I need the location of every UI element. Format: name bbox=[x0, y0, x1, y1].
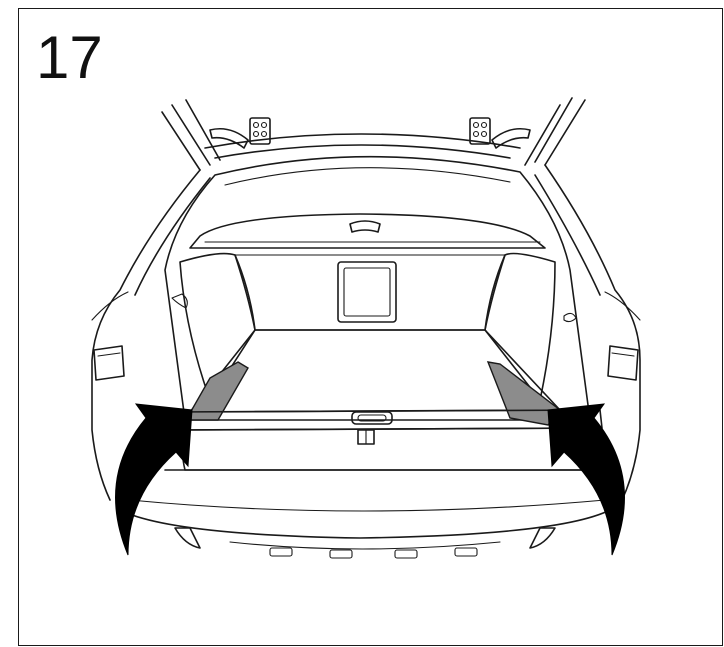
hinge-right bbox=[469, 117, 531, 149]
hinge-left bbox=[209, 117, 271, 149]
step-number: 17 bbox=[36, 24, 103, 91]
trunk-opening bbox=[164, 155, 591, 425]
arrow-right-icon bbox=[547, 403, 625, 556]
instruction-frame bbox=[18, 8, 723, 646]
arrow-left-icon bbox=[115, 403, 193, 556]
tailgate-frame bbox=[161, 97, 586, 171]
car-body bbox=[91, 164, 641, 501]
rear-bumper bbox=[116, 409, 613, 559]
left-side-cover bbox=[184, 361, 249, 421]
